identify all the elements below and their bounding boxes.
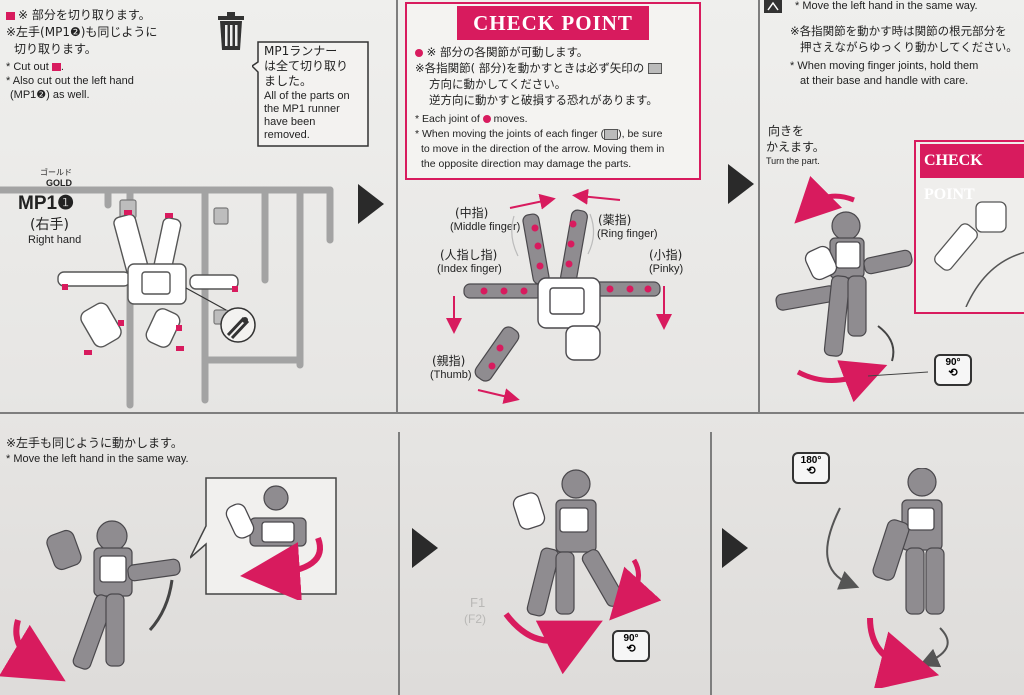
gray-part-marker-icon (604, 128, 619, 140)
runner-code: MP1❶ (18, 193, 75, 214)
finger-joint-tip: 押さえながらゆっくり動かしてください。 (800, 40, 1018, 54)
gray-part-marker-icon (647, 63, 662, 74)
page-ref-icon (764, 0, 782, 13)
pink-marker-icon (6, 11, 15, 20)
index-finger-label: (人指し指) (440, 248, 498, 262)
runner-code-faint: (F2) (464, 612, 486, 626)
finger-joint-tip-en: * When moving finger joints, hold them (790, 60, 979, 72)
part-name-en: Right hand (28, 234, 82, 246)
finger-detail-illustration (934, 201, 1024, 307)
pink-marker-icon (51, 63, 61, 72)
check-point-line: 方向に動かしてください。 (429, 77, 567, 91)
middle-finger-label-en: (Middle finger) (450, 221, 521, 233)
check-point-line: ※ 部分の各関節が可動します。 (415, 45, 588, 60)
gold-label-jp: ゴールド (40, 168, 72, 177)
turn-part-label: かえます。 (766, 140, 825, 154)
check-point-line-en: * Each joint of moves. (415, 113, 528, 125)
next-step-arrow-icon (412, 528, 438, 568)
runner-illustration (0, 186, 334, 409)
joint-dot-icon (482, 115, 491, 124)
check-point-line-en: * When moving the joints of each finger … (415, 128, 663, 140)
runner-code-faint: F1 (470, 595, 486, 610)
pinky-label-en: (Pinky) (649, 263, 684, 275)
check-point-box: CHECK POINT ※ 部分の各関節が可動します。 ※各指関節( 部分)を動… (405, 2, 701, 180)
hand-joints-illustration (446, 188, 672, 404)
index-finger-label-en: (Index finger) (437, 263, 502, 275)
runner-note-en: All of the parts on (264, 90, 350, 102)
left-hand-note-en: * Move the left hand in the same way. (795, 0, 978, 12)
thumb-label-en: (Thumb) (430, 369, 472, 381)
thumb-label: (親指) (432, 354, 466, 368)
zoom-bubble (190, 477, 337, 600)
runner-note-en: removed. (264, 129, 310, 141)
runner-note: は全て切り取り (264, 59, 349, 73)
left-hand-instruction-cont: 切り取ります。 (14, 42, 97, 56)
horizontal-divider (0, 412, 1024, 414)
part-name-jp: (右手) (30, 217, 69, 233)
rotate-90-badge: 90°⟲ (612, 630, 650, 662)
finger-joint-tip-en: at their base and handle with care. (800, 75, 969, 87)
ring-finger-label: (薬指) (598, 213, 632, 227)
check-point-line-en: to move in the direction of the arrow. M… (421, 143, 665, 155)
rotate-90-badge: 90°⟲ (934, 354, 972, 386)
check-point-title: CHECK POINT (457, 6, 649, 40)
note-callout-box (252, 41, 369, 147)
gold-label: GOLD (46, 178, 72, 188)
check-point-line: ※各指関節( 部分)を動かすときは必ず矢印の (415, 61, 662, 76)
vertical-divider (758, 0, 760, 412)
left-hand-instruction-en: * Also cut out the left hand (6, 75, 134, 87)
joint-dot-icon (415, 48, 423, 57)
rotate-180-badge: 180°⟲ (792, 452, 830, 484)
check-point-small-box: CHECK POINT (914, 140, 1024, 314)
middle-finger-label: (中指) (455, 206, 489, 220)
cut-instruction: ※ 部分を切り取ります。 (6, 8, 151, 22)
check-point-line-en: the opposite direction may damage the pa… (421, 158, 632, 170)
pinky-label: (小指) (649, 248, 683, 262)
step2-instruction: ※左手も同じように動かします。 (6, 436, 183, 450)
check-point-line: 逆方向に動かすと破損する恐れがあります。 (429, 93, 658, 107)
finger-joint-tip: ※各指関節を動かす時は関節の根元部分を (790, 24, 1007, 38)
turn-part-label: 向きを (768, 124, 805, 138)
left-hand-move-illustration (0, 520, 181, 682)
step2-instruction-en: * Move the left hand in the same way. (6, 453, 189, 465)
turned-hand-illustration (775, 176, 928, 403)
check-point-small-title: CHECK POINT (920, 144, 1024, 203)
hand-rotate-illustration (503, 469, 662, 675)
ring-finger-label-en: (Ring finger) (597, 228, 658, 240)
next-step-arrow-icon (358, 184, 384, 224)
runner-note: ました。 (264, 74, 313, 88)
cut-instruction-en: * Cut out . (6, 61, 64, 73)
left-hand-instruction: ※左手(MP1❷)も同じように (6, 25, 158, 39)
next-step-arrow-icon (728, 164, 754, 204)
runner-note-en: have been (264, 116, 316, 128)
vertical-divider (398, 432, 400, 695)
vertical-divider (396, 0, 398, 412)
runner-note: MP1ランナー (264, 44, 338, 58)
hand-flip-illustration (826, 468, 949, 688)
next-step-arrow-icon (722, 528, 748, 568)
runner-note-en: the MP1 runner (264, 103, 340, 115)
turn-part-label-en: Turn the part. (766, 156, 820, 166)
trash-icon (218, 12, 244, 50)
vertical-divider (710, 432, 712, 695)
left-hand-instruction-en-cont: (MP1❷) as well. (10, 89, 90, 101)
